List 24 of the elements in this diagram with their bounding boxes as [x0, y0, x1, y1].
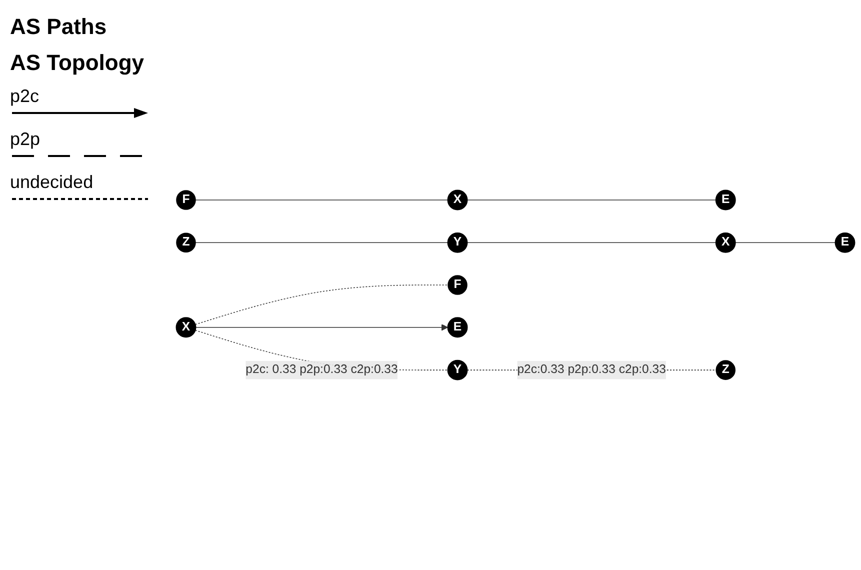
section-heading: AS Paths: [10, 14, 108, 40]
connector: [735, 242, 836, 244]
node-circle: F: [176, 190, 196, 210]
legend-label: p2c: [10, 86, 40, 106]
node-circle: E: [834, 232, 856, 253]
edge-label: p2c:0.33 p2p:0.33 c2p:0.33: [517, 363, 666, 376]
arrow: [195, 324, 448, 331]
edge-label: p2c: 0.33 p2p:0.33 c2p:0.33: [246, 363, 398, 376]
node-circle: X: [715, 232, 736, 253]
connector: [466, 242, 716, 244]
node-circle: Z: [716, 360, 736, 380]
node-circle: F: [448, 275, 468, 295]
node-circle: E: [447, 317, 468, 338]
node-circle: Y: [447, 232, 468, 253]
connector: [195, 242, 448, 244]
section-heading: AS Topology: [10, 50, 146, 76]
node-circle: E: [715, 190, 736, 210]
node-circle: X: [447, 190, 468, 210]
legend-label: p2p: [10, 129, 40, 149]
legend-label: undecided: [10, 172, 94, 192]
node-circle: Z: [176, 232, 196, 253]
connector: [195, 284, 448, 325]
node-circle: X: [176, 317, 196, 338]
node-circle: Y: [447, 360, 468, 380]
